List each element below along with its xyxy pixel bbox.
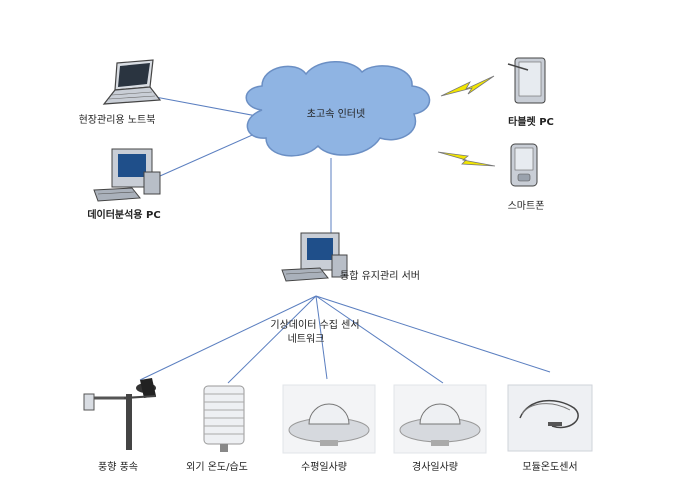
server-label: 통합 유지관리 서버 [340,270,420,282]
link-server-temp [227,295,317,384]
horizontal-solar-sensor-icon [282,384,376,454]
wireless-bolt-phone [437,151,496,167]
server-icon [281,232,348,282]
link-server-horizontal [315,295,328,380]
tablet-icon [507,57,546,104]
horizontal-solar-sensor-label: 수평일사량 [301,461,347,473]
notebook-icon [102,59,162,105]
analysis-pc-icon [93,148,161,202]
link-server-wind [139,295,317,381]
inclined-solar-sensor-label: 경사일사량 [412,460,458,473]
smartphone-label: 스마트폰 [508,200,545,212]
inclined-solar-sensor-icon [393,384,487,454]
smartphone-icon [510,143,538,187]
link-server-module [315,295,551,373]
link-server-inclined [315,295,444,384]
internet-cloud: 초고속 인터넷 [245,61,431,157]
temp-humidity-sensor-label: 외기 온도/습도 [186,461,248,473]
cloud-label: 초고속 인터넷 [307,108,365,120]
temp-humidity-sensor-icon [203,385,245,452]
sensor-network-label-line1: 기상데이터 수집 센서 [270,319,359,331]
wireless-bolt-tablet [440,75,495,97]
connection-lines [139,95,551,384]
sensor-network-label-line2: 네트워크 [288,332,325,345]
link-pc-cloud [159,127,269,177]
module-temp-sensor-label: 모듈온도센서 [522,461,577,473]
notebook-label: 현장관리용 노트북 [79,114,156,126]
link-notebook-cloud [149,95,263,118]
wind-sensor-icon [83,378,157,450]
module-temp-sensor-icon [507,384,593,452]
analysis-pc-label: 데이터분석용 PC [87,208,160,221]
tablet-label: 타블렛 PC [508,115,554,128]
wind-sensor-label: 풍향 풍속 [98,461,138,473]
